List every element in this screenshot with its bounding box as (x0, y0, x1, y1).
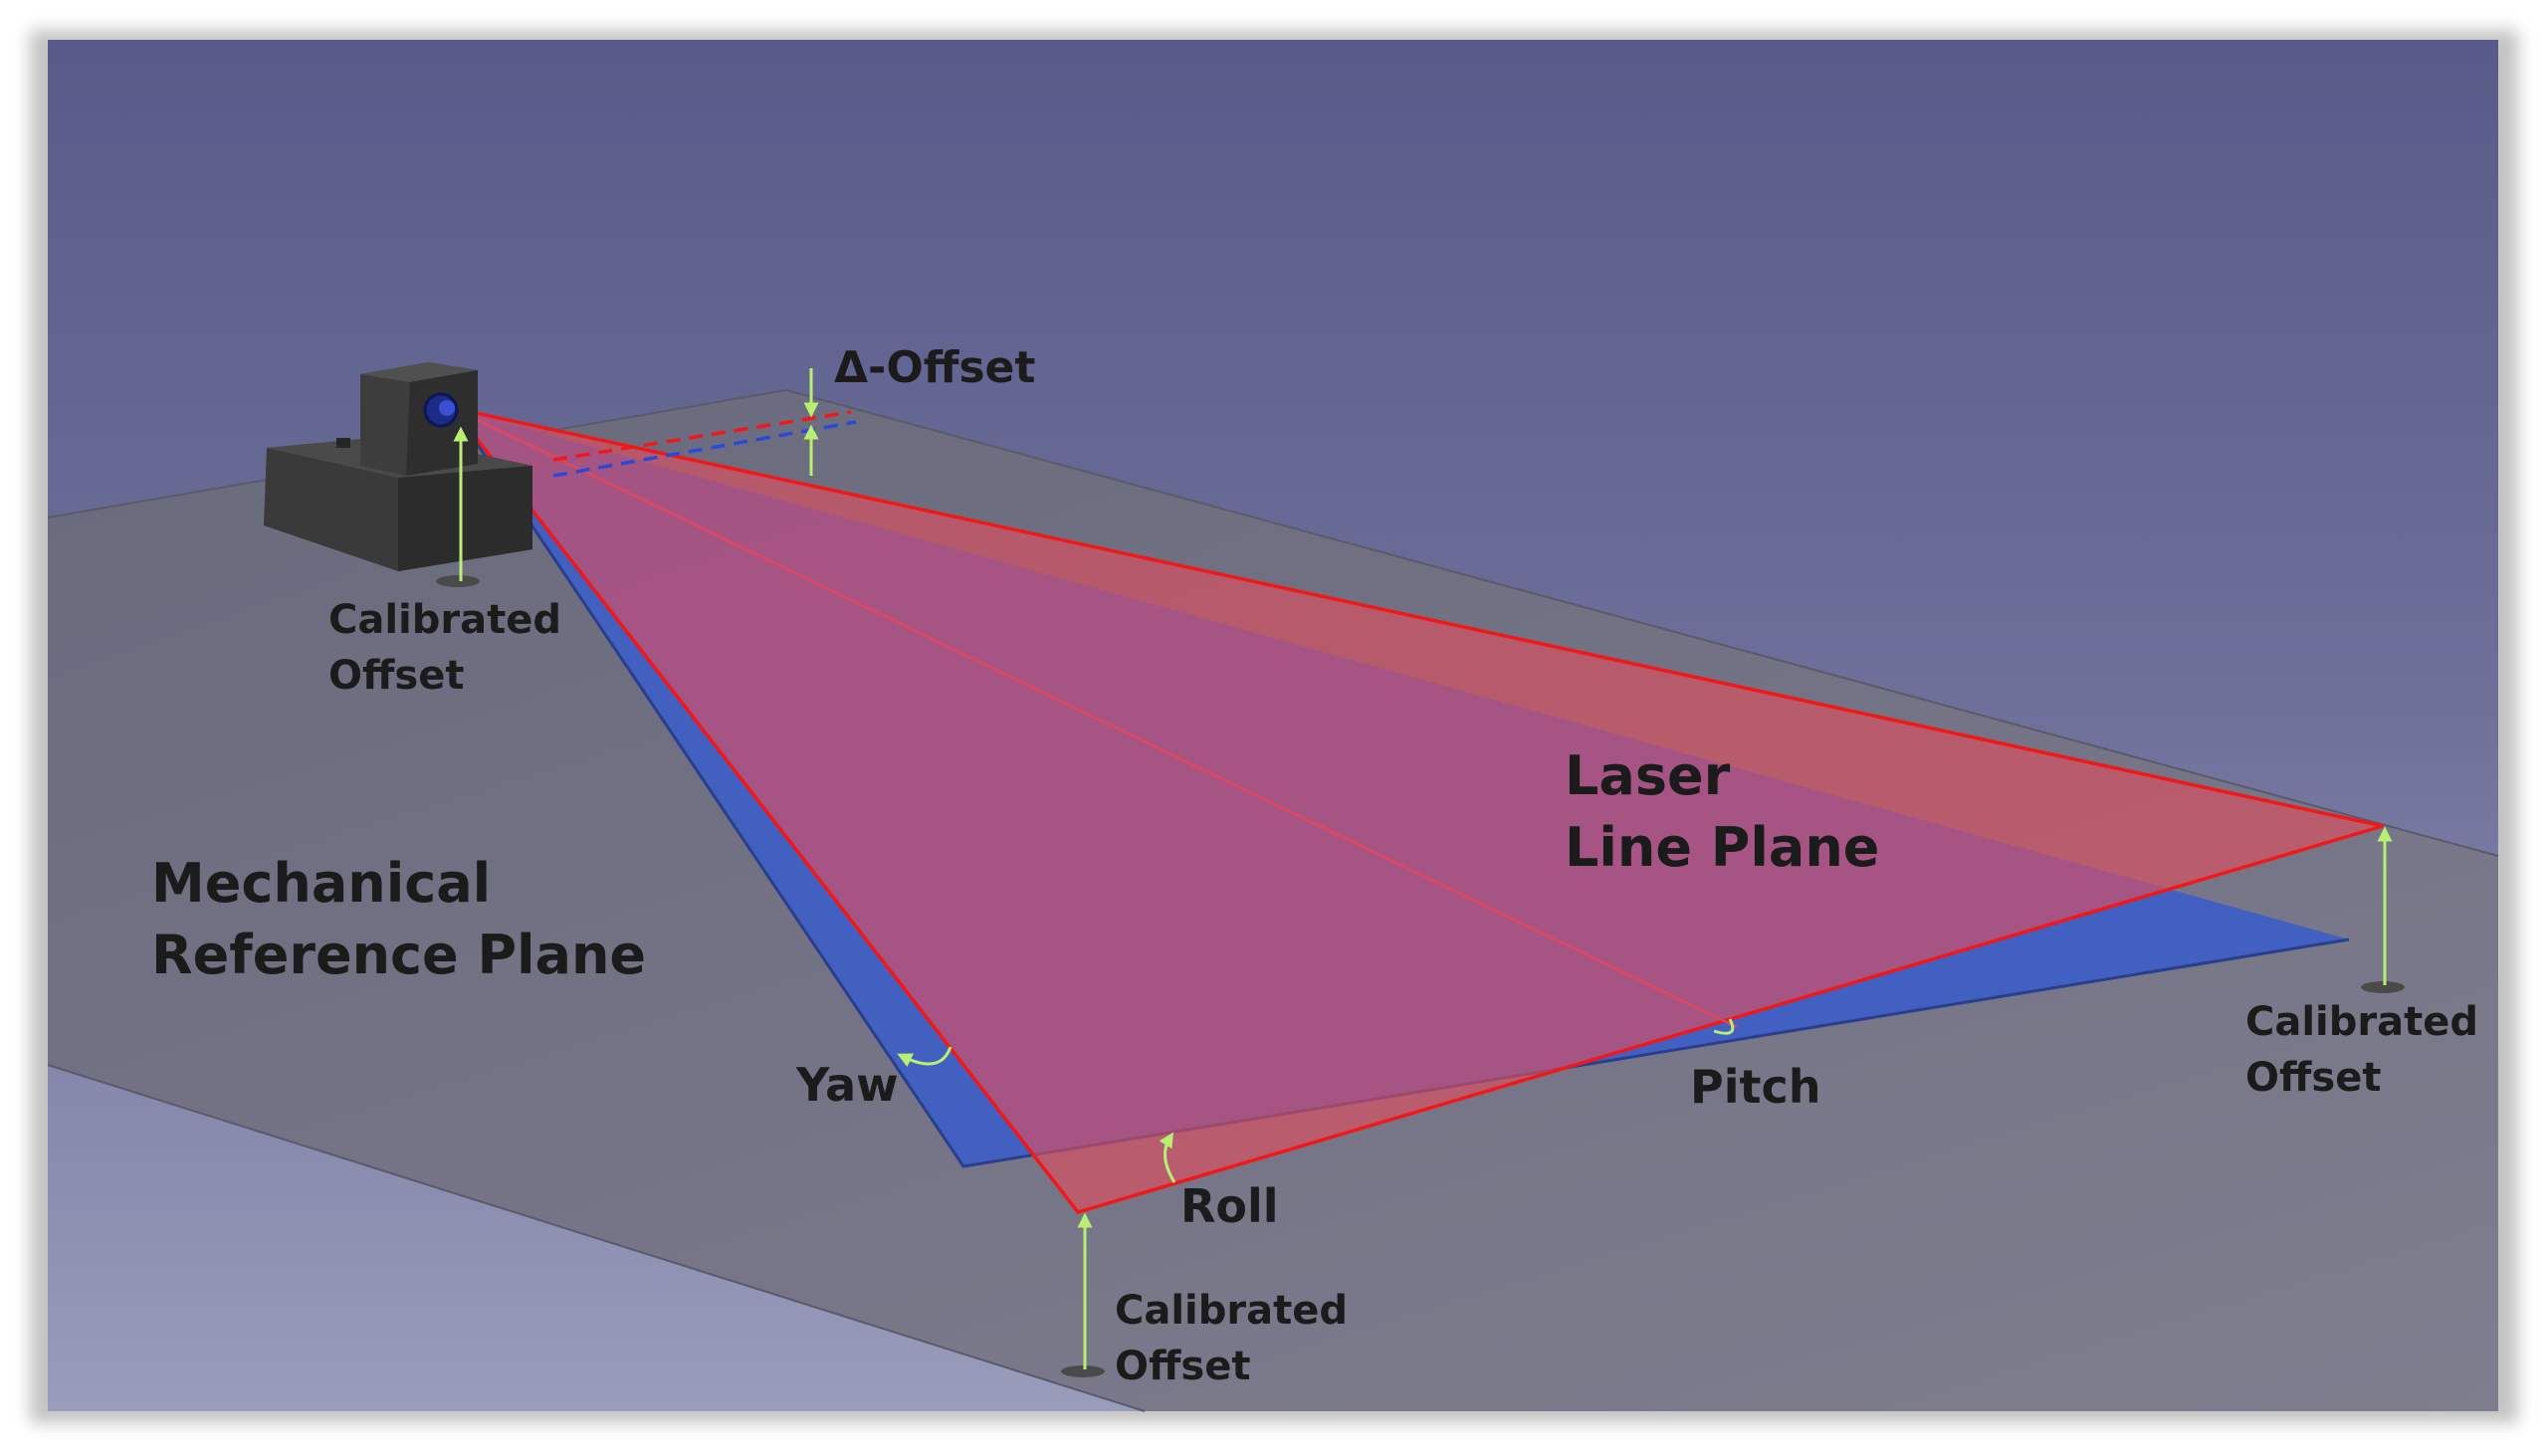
roll-label: Roll (1180, 1179, 1279, 1233)
calibrated-offset-sensor-line2: Offset (328, 653, 464, 699)
near-offset-base (1061, 1365, 1105, 1377)
laser-sensor (264, 362, 532, 571)
yaw-label: Yaw (795, 1058, 899, 1112)
calibrated-offset-far-line1: Calibrated (2245, 999, 2478, 1045)
nominal-plane-edge (451, 407, 2350, 1168)
reference-plane-front-edge (47, 1064, 1146, 1412)
pitch-arc (1713, 1018, 1735, 1035)
calibrated-offset-far-line2: Offset (2245, 1055, 2381, 1101)
laser-plane-center-line (452, 406, 1738, 1029)
delta-offset-label: Δ-Offset (834, 342, 1035, 393)
laser-line-plane (453, 408, 2383, 1212)
mechanical-plane-label-line1: Mechanical (151, 852, 491, 915)
calibrated-offset-sensor-line1: Calibrated (328, 597, 561, 643)
yaw-arc (897, 1046, 953, 1068)
sensor-offset-base (436, 575, 480, 587)
mechanical-plane-label-line2: Reference Plane (151, 924, 646, 986)
laser-plane-label-line2: Line Plane (1565, 816, 1879, 879)
far-offset-base (2361, 981, 2405, 993)
laser-plane-label-line1: Laser (1565, 744, 1731, 807)
delta-offset-red-dash (552, 410, 852, 462)
roll-arc (1159, 1132, 1176, 1183)
calibrated-offset-near-line2: Offset (1115, 1344, 1250, 1389)
calibrated-offset-near-line1: Calibrated (1115, 1288, 1348, 1334)
pitch-label: Pitch (1690, 1060, 1821, 1114)
